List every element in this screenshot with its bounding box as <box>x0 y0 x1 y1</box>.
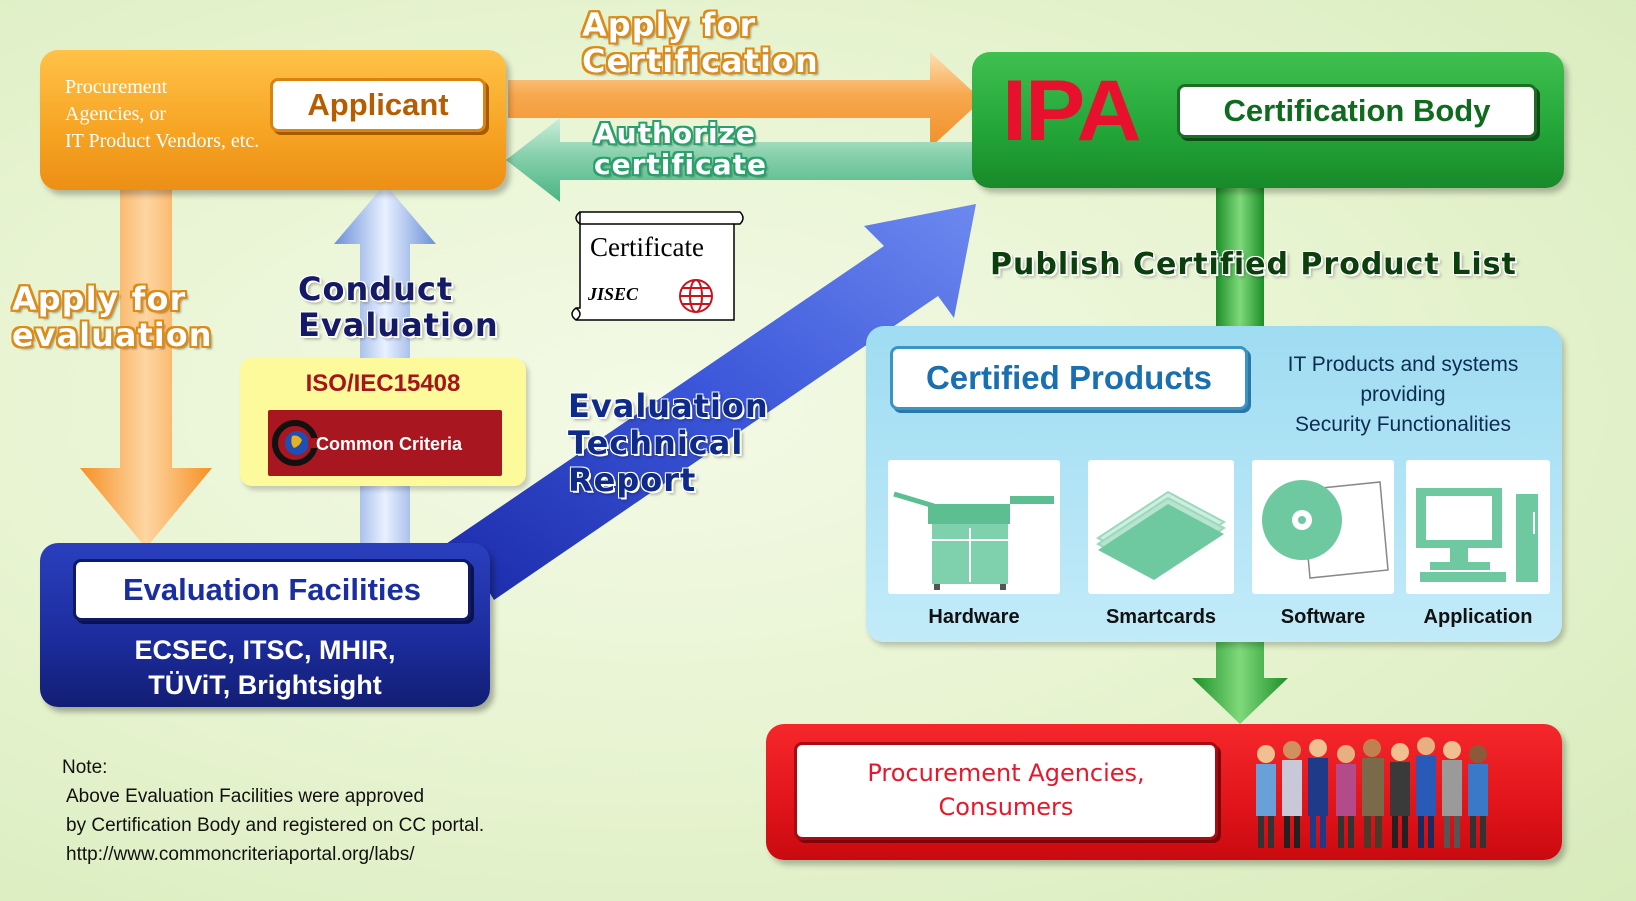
certified-products-description: IT Products and systems providing Securi… <box>1250 350 1556 439</box>
arrow-publish-list-lower <box>1192 640 1288 724</box>
label-publish-list: Publish Certified Product List <box>990 247 1517 282</box>
label-apply-evaluation: Apply for evaluation <box>12 280 213 354</box>
certification-body-box: IPA Certification Body <box>972 52 1564 188</box>
applicant-description: Procurement Agencies, or IT Product Vend… <box>65 74 325 155</box>
note-line: Above Evaluation Facilities were approve… <box>66 785 425 807</box>
note: Note: Above Evaluation Facilities were a… <box>62 754 484 870</box>
application-tile <box>1406 460 1550 594</box>
note-heading: Note: <box>62 757 108 778</box>
desktop-computer-icon <box>1416 488 1538 582</box>
category-label-software: Software <box>1280 606 1366 628</box>
common-criteria-emblem-icon <box>272 420 318 466</box>
label-line: Apply for <box>12 280 187 318</box>
consumers-title: Procurement Agencies, Consumers <box>794 742 1218 840</box>
arrow-apply-evaluation <box>80 190 212 548</box>
label-line: certificate <box>594 148 768 182</box>
people-group-icon <box>1256 737 1488 848</box>
note-url: http://www.commoncriteriaportal.org/labs… <box>66 843 415 865</box>
software-tile <box>1252 460 1394 594</box>
label-conduct-evaluation: Conduct Evaluation <box>298 270 499 344</box>
label-line: Report <box>568 460 697 499</box>
arrow-evaluation-report <box>440 204 976 600</box>
desc-line: providing <box>1360 382 1446 406</box>
certificate-scroll: Certificate JISEC <box>568 204 744 328</box>
label-authorize-certificate: Authorize certificate <box>594 118 767 181</box>
applicant-box: Procurement Agencies, or IT Product Vend… <box>40 50 506 190</box>
cd-disc-icon <box>1262 480 1389 579</box>
label-line: evaluation <box>12 315 213 354</box>
label-evaluation-report: Evaluation Technical Report <box>568 388 769 498</box>
arrow-authorize-certificate <box>506 118 976 202</box>
label-line: Certification <box>582 41 819 80</box>
standard-box: ISO/IEC15408 Common Criteria <box>240 358 526 486</box>
category-label-application: Application <box>1423 606 1533 628</box>
arrow-apply-certification <box>508 52 982 148</box>
smartcards-icon <box>1096 490 1226 580</box>
note-line: by Certification Body and registered on … <box>66 814 485 836</box>
label-line: Evaluation <box>298 305 499 344</box>
label-line: Evaluation <box>568 387 769 425</box>
evaluation-facilities-title: Evaluation Facilities <box>73 559 471 621</box>
label-line: Technical <box>568 423 744 462</box>
common-criteria-logo: Common Criteria <box>268 410 502 476</box>
category-label-smartcards: Smartcards <box>1105 606 1217 628</box>
consumers-box: Procurement Agencies, Consumers <box>766 724 1562 860</box>
label-line: Apply for <box>582 6 757 44</box>
note-body: Above Evaluation Facilities were approve… <box>62 783 484 870</box>
title-line: Consumers <box>938 793 1074 821</box>
evaluation-facilities-box: Evaluation Facilities ECSEC, ITSC, MHIR,… <box>40 543 490 707</box>
label-line: Conduct <box>298 270 454 308</box>
desc-line: Procurement <box>65 76 168 98</box>
certified-products-box: Certified Products IT Products and syste… <box>866 326 1562 642</box>
desc-line: Agencies, or <box>65 103 167 125</box>
smartcards-tile <box>1088 460 1234 594</box>
title-line: Procurement Agencies, <box>867 759 1145 788</box>
desc-line: Security Functionalities <box>1295 412 1511 436</box>
category-label-hardware: Hardware <box>928 606 1020 628</box>
jisec-logo: JISEC <box>588 284 639 304</box>
desc-line: IT Product Vendors, etc. <box>65 130 260 152</box>
standard-title: ISO/IEC15408 <box>305 370 461 397</box>
multifunction-printer-icon <box>893 491 1054 590</box>
certification-body-title: Certification Body <box>1177 84 1537 138</box>
hardware-tile <box>888 460 1060 594</box>
common-criteria-text: Common Criteria <box>316 434 463 454</box>
scroll-icon <box>571 211 744 321</box>
certificate-title: Certificate <box>590 232 704 262</box>
label-line: Authorize <box>594 117 756 150</box>
desc-line: IT Products and systems <box>1287 353 1519 376</box>
arrow-publish-list <box>1216 172 1264 330</box>
certified-products-title: Certified Products <box>890 346 1248 410</box>
labs-line: ECSEC, ITSC, MHIR, <box>134 635 396 665</box>
applicant-title: Applicant <box>270 78 486 132</box>
ipa-logo: IPA <box>1002 63 1142 159</box>
label-apply-certification: Apply for Certification <box>582 6 819 80</box>
labs-line: TÜViT, Brightsight <box>148 669 382 700</box>
evaluation-labs: ECSEC, ITSC, MHIR, TÜViT, Brightsight <box>40 633 490 702</box>
